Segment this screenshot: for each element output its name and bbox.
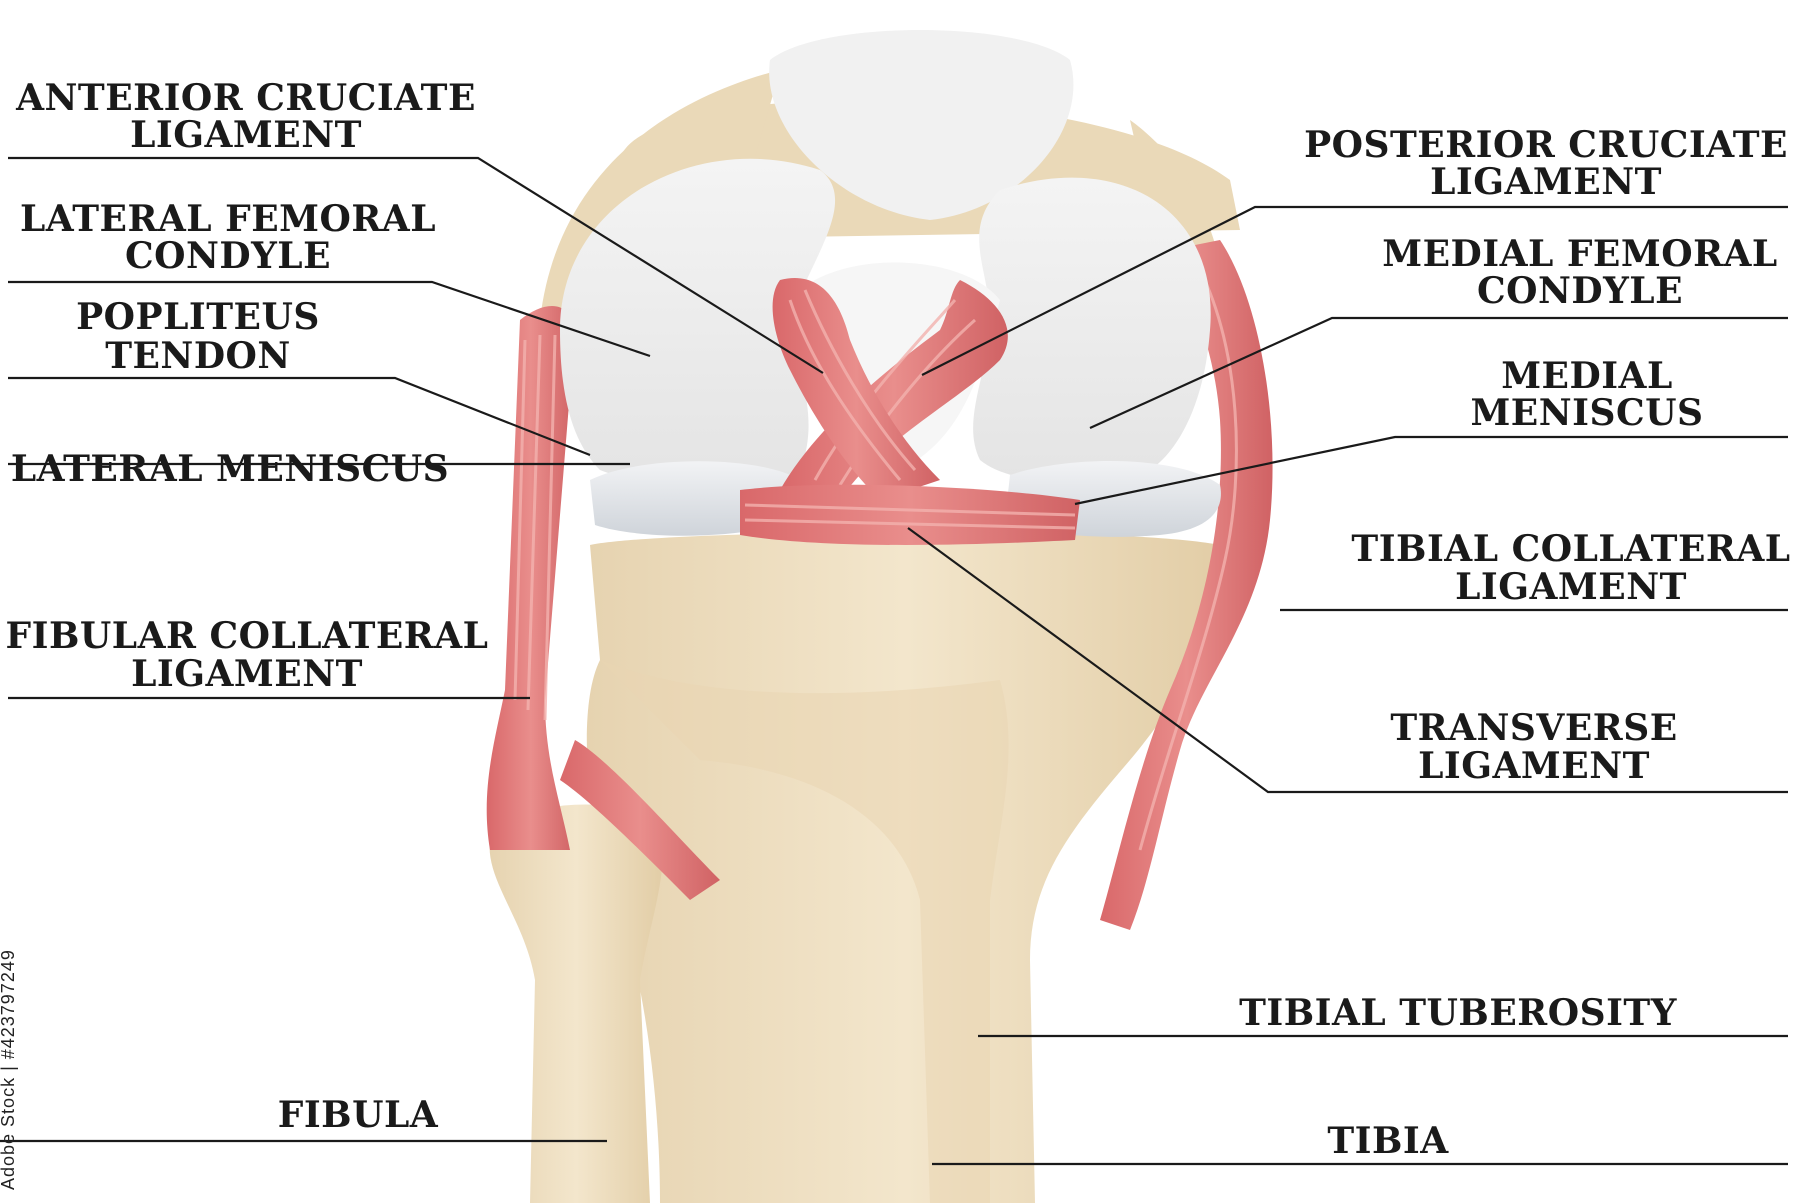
label-popliteus-2: TENDON (105, 335, 291, 377)
label-lateral-meniscus: LATERAL MENISCUS (11, 448, 449, 490)
label-lateral-femoral-1: LATERAL FEMORAL (20, 198, 436, 240)
label-medial-femoral-1: MEDIAL FEMORAL (1382, 233, 1778, 275)
label-medial-meniscus-2: MENISCUS (1470, 392, 1703, 434)
label-posterior-cruciate-1: POSTERIOR CRUCIATE (1304, 124, 1788, 166)
label-posterior-cruciate-2: LIGAMENT (1430, 161, 1662, 203)
label-tibia: TIBIA (1327, 1120, 1449, 1162)
label-tibial-collateral-2: LIGAMENT (1455, 566, 1687, 608)
label-medial-femoral-2: CONDYLE (1477, 270, 1683, 312)
label-transverse-2: LIGAMENT (1418, 745, 1650, 787)
label-transverse-1: TRANSVERSE (1390, 707, 1677, 749)
label-popliteus-1: POPLITEUS (76, 296, 320, 338)
label-anterior-cruciate-1: ANTERIOR CRUCIATE (15, 77, 476, 119)
label-fibular-collateral-1: FIBULAR COLLATERAL (6, 615, 489, 657)
label-tibial-tuberosity: TIBIAL TUBEROSITY (1239, 992, 1678, 1034)
label-medial-meniscus-1: MEDIAL (1501, 355, 1673, 397)
transverse-ligament (740, 485, 1080, 545)
stock-watermark: Adobe Stock | #423797249 (0, 949, 18, 1190)
label-anterior-cruciate-2: LIGAMENT (130, 114, 362, 156)
label-lateral-femoral-2: CONDYLE (125, 235, 331, 277)
fibular-collateral-ligament (487, 306, 575, 850)
label-tibial-collateral-1: TIBIAL COLLATERAL (1351, 528, 1790, 570)
label-fibula: FIBULA (278, 1094, 439, 1136)
label-fibular-collateral-2: LIGAMENT (131, 653, 363, 695)
fibula-bone (490, 805, 663, 1203)
leader-popliteus (8, 378, 590, 455)
